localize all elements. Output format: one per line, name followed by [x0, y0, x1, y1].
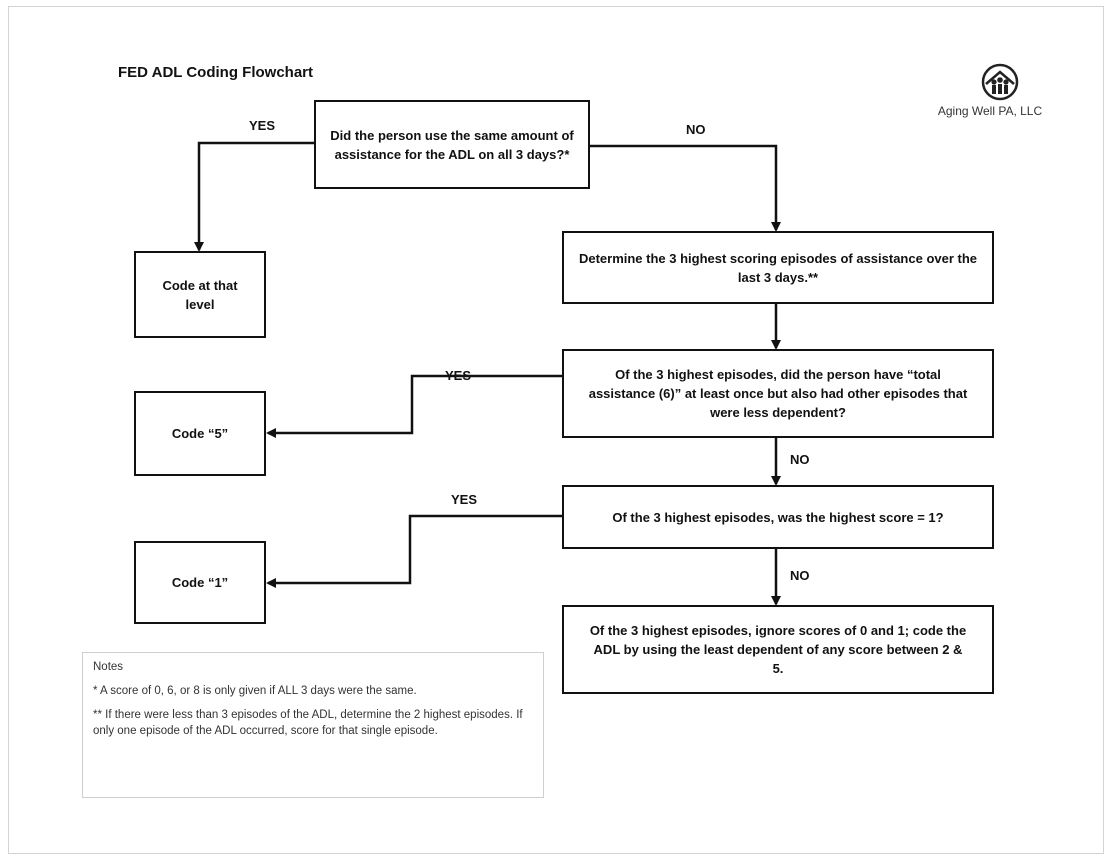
label-yes-highest1: YES — [451, 492, 478, 507]
node-total-assistance-question: Of the 3 highest episodes, did the perso… — [562, 349, 994, 438]
label-no-highest1: NO — [790, 568, 810, 583]
arrow-yes-to-code-level — [194, 141, 314, 252]
arrow-no-to-determine — [590, 144, 781, 232]
notes-heading: Notes — [93, 661, 124, 673]
logo-text: Aging Well PA, LLC — [937, 104, 1043, 118]
note-2: ** If there were less than 3 episodes of… — [93, 709, 523, 737]
node-final-instruction: Of the 3 highest episodes, ignore scores… — [562, 605, 994, 694]
node-code-1: Code “1” — [134, 541, 266, 624]
label-no-total: NO — [790, 452, 810, 467]
flowchart-title: FED ADL Coding Flowchart — [118, 64, 313, 81]
node-code-at-that-level: Code at that level — [134, 251, 266, 338]
node-code-5: Code “5” — [134, 391, 266, 476]
label-no-top: NO — [686, 122, 706, 137]
page-frame — [8, 6, 1104, 854]
node-highest-score-question: Of the 3 highest episodes, was the highe… — [562, 485, 994, 549]
arrow-yes-to-code-1 — [266, 514, 562, 588]
notes-box: Notes * A score of 0, 6, or 8 is only gi… — [82, 652, 544, 798]
logo — [960, 62, 1044, 102]
arrow-yes-to-code-5 — [266, 374, 562, 438]
node-same-assistance-question: Did the person use the same amount of as… — [314, 100, 590, 189]
label-yes-top: YES — [249, 118, 276, 133]
note-1: * A score of 0, 6, or 8 is only given if… — [93, 685, 417, 697]
node-determine-highest-episodes: Determine the 3 highest scoring episodes… — [562, 231, 994, 304]
people-in-circle-icon — [981, 63, 1019, 101]
label-yes-total: YES — [445, 368, 472, 383]
